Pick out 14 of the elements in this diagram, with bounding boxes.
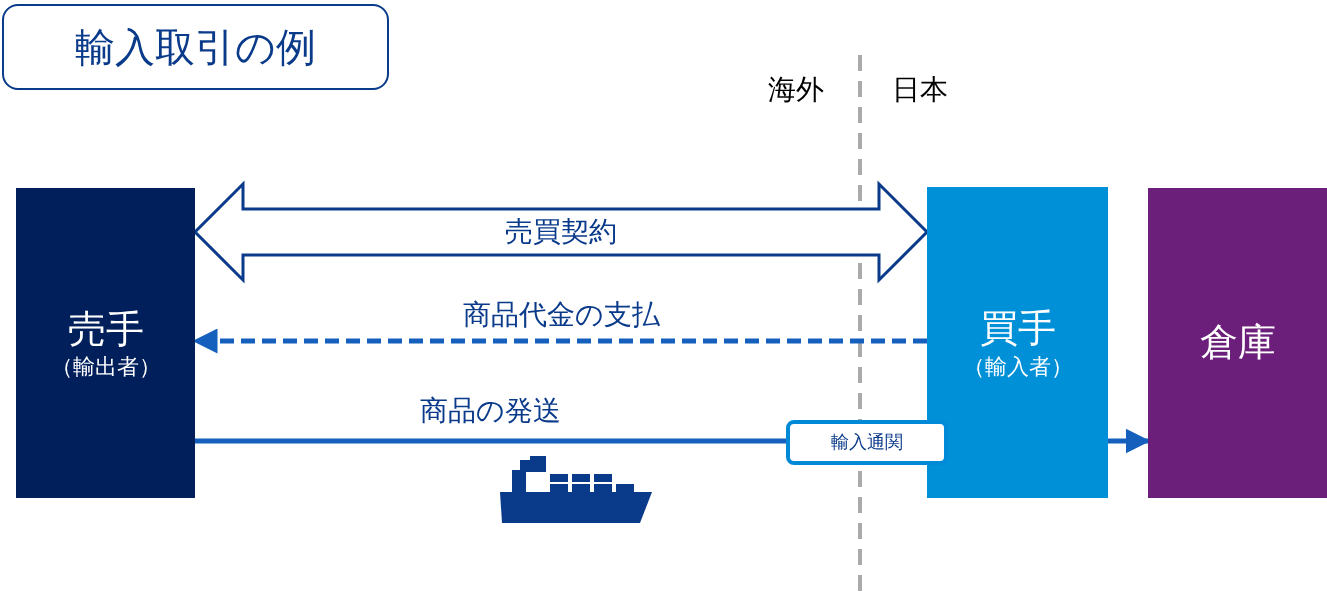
actor-box	[786, 420, 948, 465]
box-title: 輸入通関	[831, 431, 903, 454]
actor-box	[1148, 188, 1327, 498]
actor-box	[927, 187, 1108, 498]
title-box: 輸入取引の例	[2, 4, 389, 90]
region-label: 日本	[892, 76, 948, 104]
box-title: 売手	[67, 305, 144, 353]
box-title: 倉庫	[1199, 319, 1276, 367]
box-subtitle: （輸出者）	[50, 353, 161, 381]
region-label: 海外	[768, 76, 824, 104]
box-title: 買手	[979, 305, 1056, 352]
actor-box	[16, 188, 195, 498]
double-arrow	[192, 180, 930, 284]
box-subtitle: （輸入者）	[962, 352, 1073, 380]
